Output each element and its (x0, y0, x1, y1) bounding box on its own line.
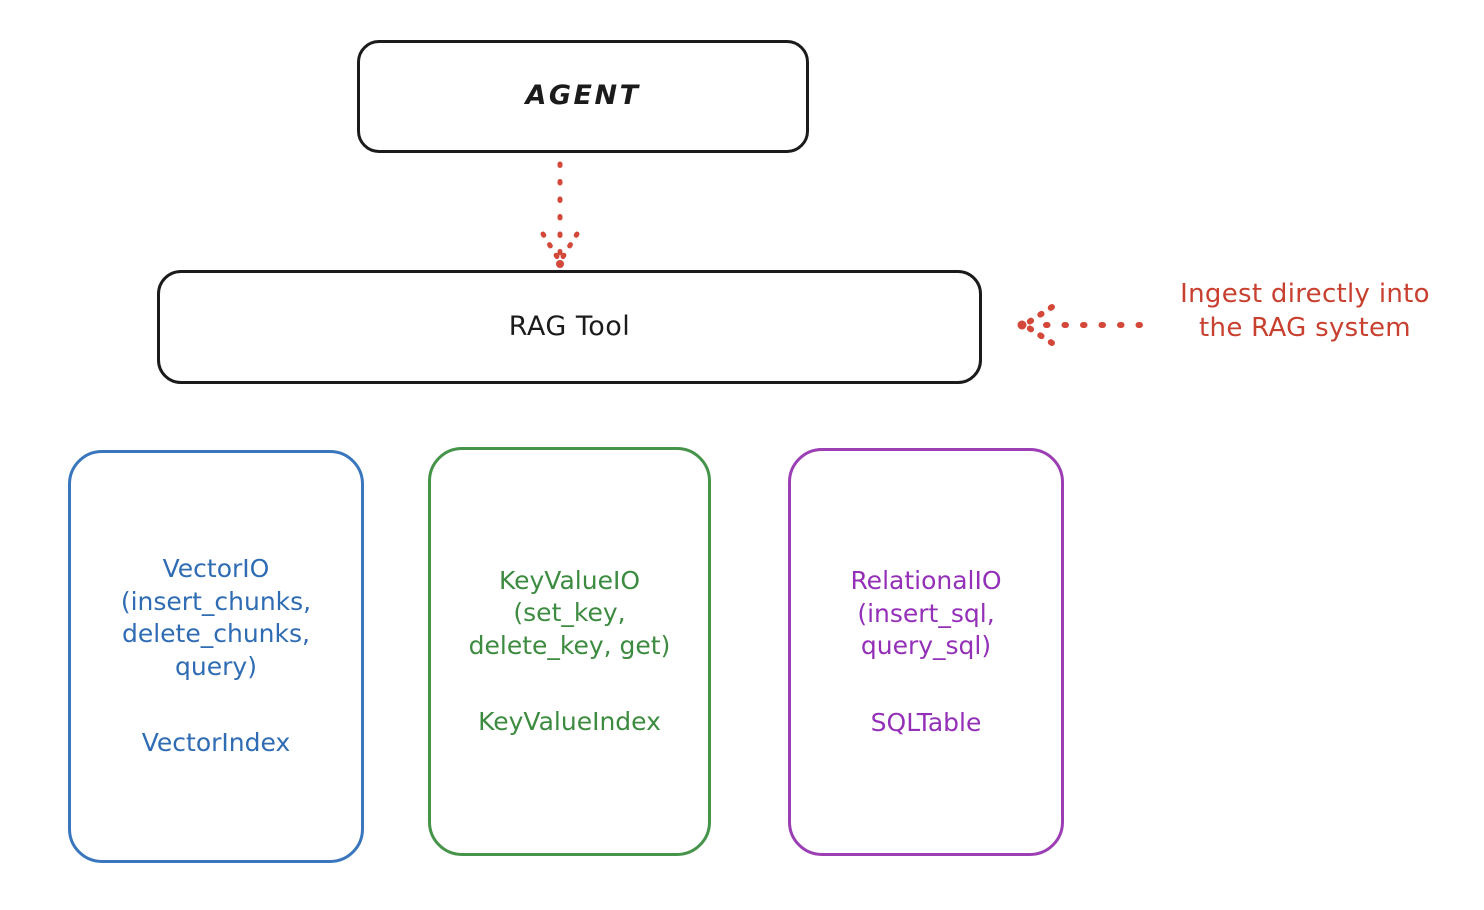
edge-ingest-arrow-icon (1017, 304, 1143, 346)
node-vector-io[interactable]: VectorIO (insert_chunks, delete_chunks, … (68, 450, 364, 863)
node-relational-io-api-label: RelationalIO (insert_sql, query_sql) (850, 566, 1002, 660)
annotation-ingest-directly: Ingest directly into the RAG system (1180, 279, 1430, 343)
node-key-value-io[interactable]: KeyValueIO (set_key, delete_key, get) Ke… (428, 447, 711, 856)
edge-agent-to-rag-tool-icon (540, 161, 580, 268)
node-relational-io-index-label: SQLTable (870, 707, 982, 737)
node-key-value-io-api-label: KeyValueIO (set_key, delete_key, get) (468, 565, 671, 660)
node-rag-tool-label: RAG Tool (508, 310, 631, 342)
node-agent-label: AGENT (525, 80, 641, 112)
node-vector-io-index-label: VectorIndex (141, 728, 291, 758)
node-agent[interactable]: AGENT (357, 40, 809, 153)
node-key-value-io-index-label: KeyValueIndex (478, 707, 661, 736)
node-relational-io[interactable]: RelationalIO (insert_sql, query_sql) SQL… (788, 448, 1064, 856)
node-rag-tool[interactable]: RAG Tool (157, 270, 982, 384)
node-vector-io-api-label: VectorIO (insert_chunks, delete_chunks, … (120, 554, 312, 681)
